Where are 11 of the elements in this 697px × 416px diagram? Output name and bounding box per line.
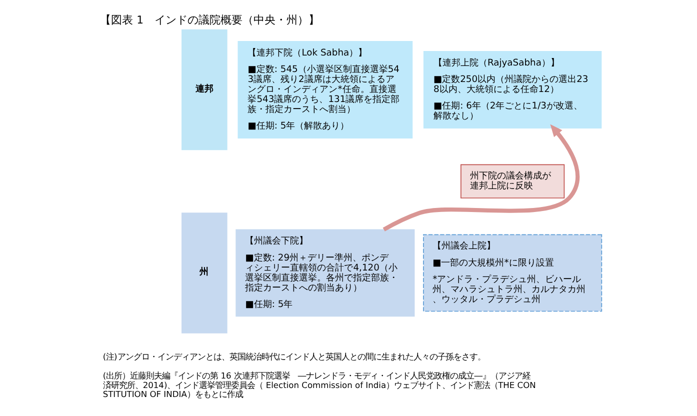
label: (注)アングロ・インディアンとは、英国統治時代にインド人と英国人との間に生まれた人々の子孫をさす。 <box>102 352 486 362</box>
diagram-title: 【図表 1 インドの議院概要（中央・州）】 <box>100 13 320 26</box>
node-box: 連邦 <box>182 29 228 150</box>
node-box: 【連邦上院（RajyaSabha）】 ■定数250以内（州議院からの選出238以内、大統領による任命12） ■任期: 6年（2年ごとに1/3が改選、解散なし） <box>423 51 602 128</box>
node-box: 州 <box>182 212 228 334</box>
arrow <box>382 124 580 232</box>
node-box: 【州議会上院】 ■一部の大規模州*に限り設置 *アンドラ・プラデシュ州、ビハール州、マハラシュトラ州、カルナタカ州、ウッタル・プラデシュ州 <box>423 234 602 312</box>
node-box: 州下院の議会構成が連邦上院に反映 <box>460 164 565 198</box>
label: (出所）近藤則夫編『インドの第 16 次連邦下院選挙 ―ナレンドラ・モディ・インド人民党政権の成立―』（アジア経済研究所、2014)、インド選挙管理委員会（ Election Commission of India）ウェブサイト、インド憲法（THE CONSTITUTION OF INDIA）をもとに作成 <box>102 370 536 400</box>
node-box: 【連邦下院（Lok Sabha）】 ■定数: 545（小選挙区制直接選挙543議席、残り2議席は大統領によるアングロ・インディアン*任命。直接選挙543議席のうち、131議席を指定部族・指定カーストへ割当） ■任期: 5年（解散あり） <box>238 41 413 138</box>
node-box: 【州議会下院】 ■定数: 29州＋デリー準州、ポンディシェリー直轄領の合計で4,120（小選挙区制直接選挙。各州で指定部族・指定カーストへの割当あり） ■任期: 5年 <box>236 229 415 317</box>
